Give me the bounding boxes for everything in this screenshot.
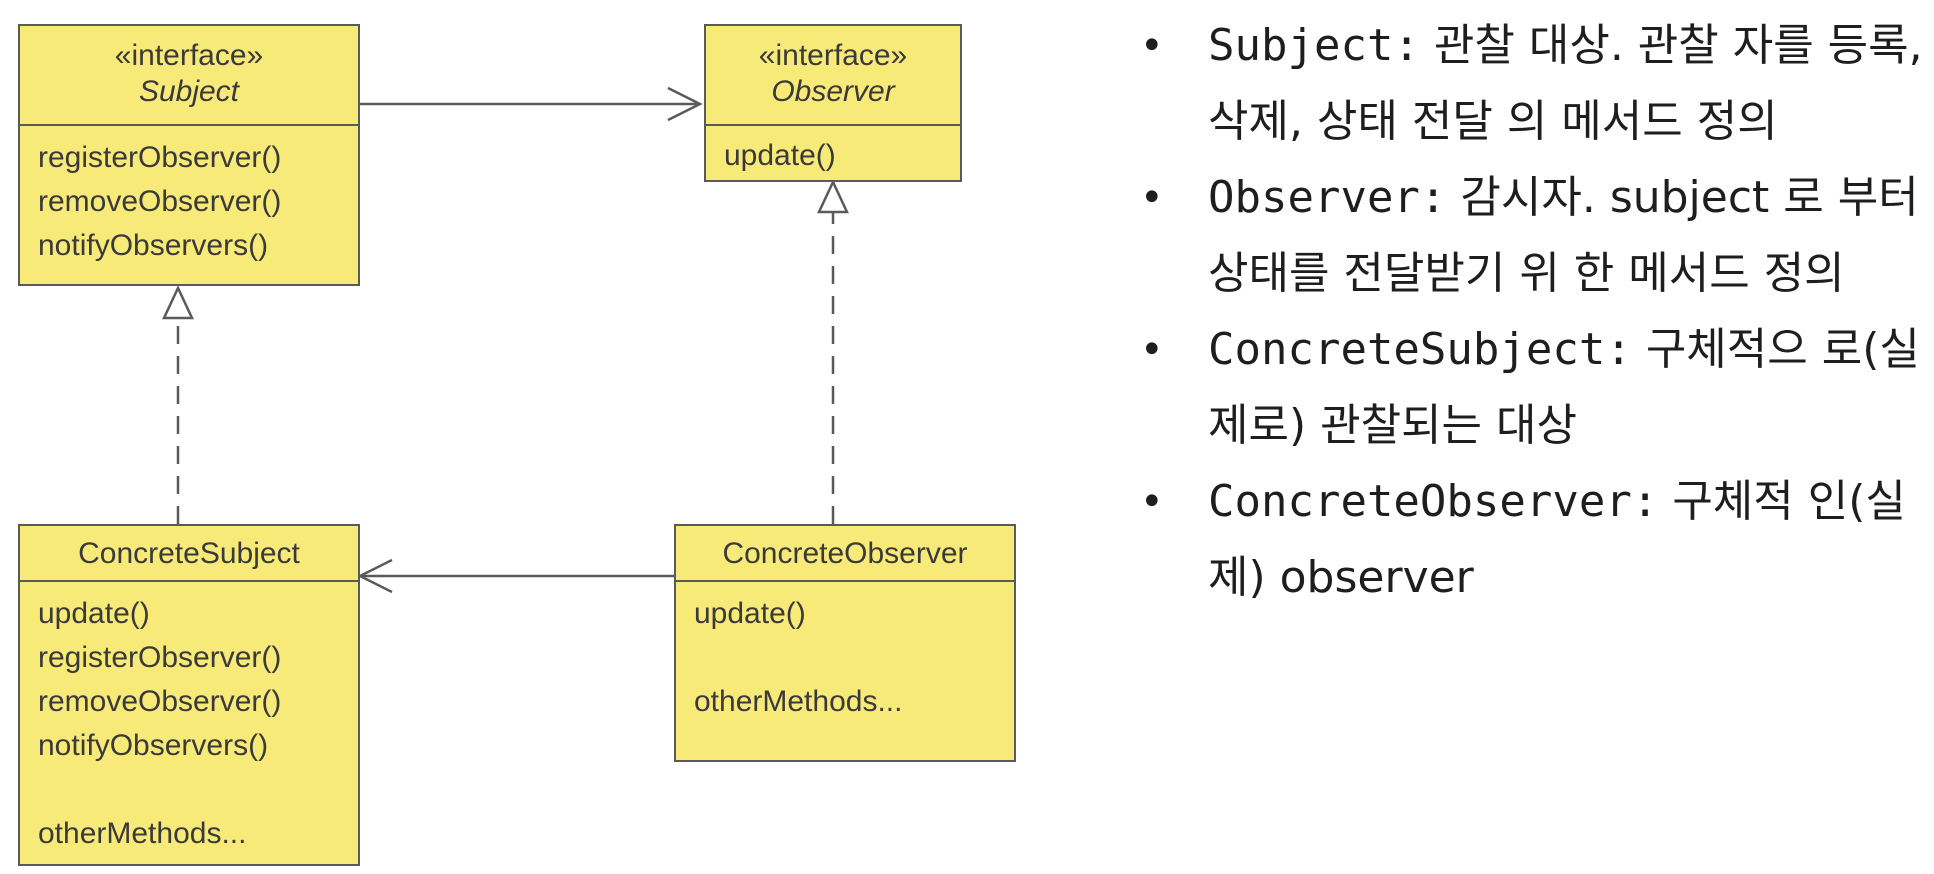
bullet-icon: • [1140, 327, 1164, 373]
subject-header: «interface» Subject [20, 26, 358, 126]
observer-methods: update() [706, 126, 960, 188]
note-term: Observer: [1208, 172, 1447, 223]
method: update() [38, 597, 150, 630]
hollow-triangle-subject [162, 285, 194, 320]
note-term: ConcreteObserver: [1208, 476, 1659, 527]
method: registerObserver() [38, 141, 282, 174]
note-text: 관찰 대상. 관찰 자를 등록, 삭제, 상태 전달 의 메서드 정의 [1208, 20, 1923, 147]
method: notifyObservers() [38, 729, 269, 762]
note-text: 감시자. subject 로 부터 상태를 전달받기 위 한 메서드 정의 [1208, 172, 1919, 299]
method-spacer [694, 636, 996, 680]
concrete-observer-name: ConcreteObserver [722, 537, 968, 570]
concrete-subject-name: ConcreteSubject [78, 537, 300, 570]
subject-name: Subject [138, 75, 240, 108]
method: registerObserver() [38, 641, 282, 674]
concrete-subject-class-box: ConcreteSubject update() registerObserve… [18, 524, 360, 866]
note-item: • Subject: 관찰 대상. 관찰 자를 등록, 삭제, 상태 전달 의 … [1140, 8, 1930, 160]
observer-stereotype: «interface» [758, 39, 908, 72]
method: otherMethods... [694, 685, 903, 718]
subject-stereotype: «interface» [114, 39, 264, 72]
method: removeObserver() [38, 685, 282, 718]
concrete-subject-header: ConcreteSubject [20, 526, 358, 582]
observer-interface-box: «interface» Observer update() [704, 24, 962, 182]
method: notifyObservers() [38, 229, 269, 262]
method: update() [724, 139, 836, 172]
concrete-observer-header: ConcreteObserver [676, 526, 1014, 582]
observer-name: Observer [771, 75, 895, 108]
bullet-icon: • [1140, 175, 1164, 221]
note-text: 구체적으 로(실제로) 관찰되는 대상 [1208, 324, 1920, 451]
open-arrowhead-observer [667, 86, 703, 122]
method: otherMethods... [38, 817, 247, 850]
notes-list: • Subject: 관찰 대상. 관찰 자를 등록, 삭제, 상태 전달 의 … [1140, 8, 1930, 616]
subject-methods: registerObserver() removeObserver() noti… [20, 126, 358, 278]
open-arrowhead-concretesubject [357, 558, 393, 594]
note-term: ConcreteSubject: [1208, 324, 1632, 375]
concrete-observer-class-box: ConcreteObserver update() otherMethods..… [674, 524, 1016, 762]
method-spacer [38, 768, 340, 812]
concrete-observer-methods: update() otherMethods... [676, 582, 1014, 734]
note-item: • ConcreteSubject: 구체적으 로(실제로) 관찰되는 대상 [1140, 312, 1930, 464]
method: removeObserver() [38, 185, 282, 218]
note-term: Subject: [1208, 20, 1420, 71]
bullet-icon: • [1140, 479, 1164, 525]
note-item: • Observer: 감시자. subject 로 부터 상태를 전달받기 위… [1140, 160, 1930, 312]
note-text: 구체적 인(실제) observer [1208, 476, 1906, 603]
note-item: • ConcreteObserver: 구체적 인(실제) observer [1140, 464, 1930, 616]
hollow-triangle-observer [817, 179, 849, 214]
subject-interface-box: «interface» Subject registerObserver() r… [18, 24, 360, 286]
concrete-subject-methods: update() registerObserver() removeObserv… [20, 582, 358, 866]
bullet-icon: • [1140, 23, 1164, 69]
observer-header: «interface» Observer [706, 26, 960, 126]
method: update() [694, 597, 806, 630]
